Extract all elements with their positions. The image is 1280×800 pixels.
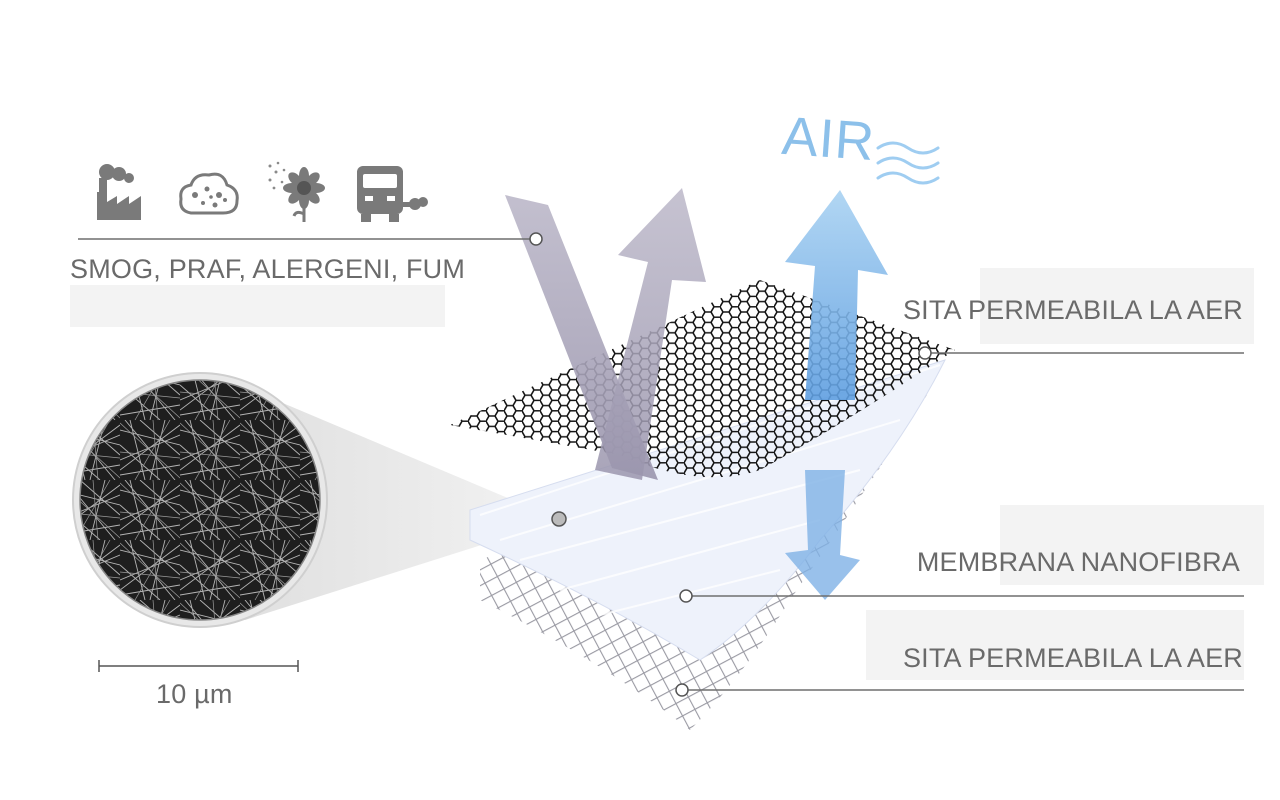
pollutant-label-bg	[70, 285, 445, 327]
bottom-mesh-label: SITA PERMEABILA LA AER	[902, 643, 1243, 673]
dust-cloud-icon	[179, 172, 239, 215]
factory-icon	[97, 164, 141, 220]
air-flow-arrow	[785, 190, 888, 400]
magnified-nanofiber-view	[72, 372, 328, 628]
membrane-label: MEMBRANA NANOFIBRA	[916, 547, 1240, 577]
magnifier-cone	[240, 385, 560, 620]
gray-up-arrow	[595, 188, 706, 480]
pollutant-label: SMOG, PRAF, ALERGENI, FUM	[70, 254, 466, 284]
top-mesh-label: SITA PERMEABILA LA AER	[902, 295, 1243, 325]
pollen-flower-icon	[268, 161, 325, 222]
air-label: AIR	[780, 105, 878, 173]
scale-bar	[98, 660, 299, 672]
membrane-label-bg	[1000, 505, 1264, 585]
air-flow-arrow-lower	[785, 470, 860, 600]
air-waves-icon	[876, 141, 940, 185]
top-mesh-label-bg	[980, 268, 1254, 344]
bottom-mesh-label-bg	[866, 610, 1244, 680]
scale-bar-label: 10 µm	[156, 679, 233, 709]
truck-exhaust-icon	[357, 166, 428, 222]
